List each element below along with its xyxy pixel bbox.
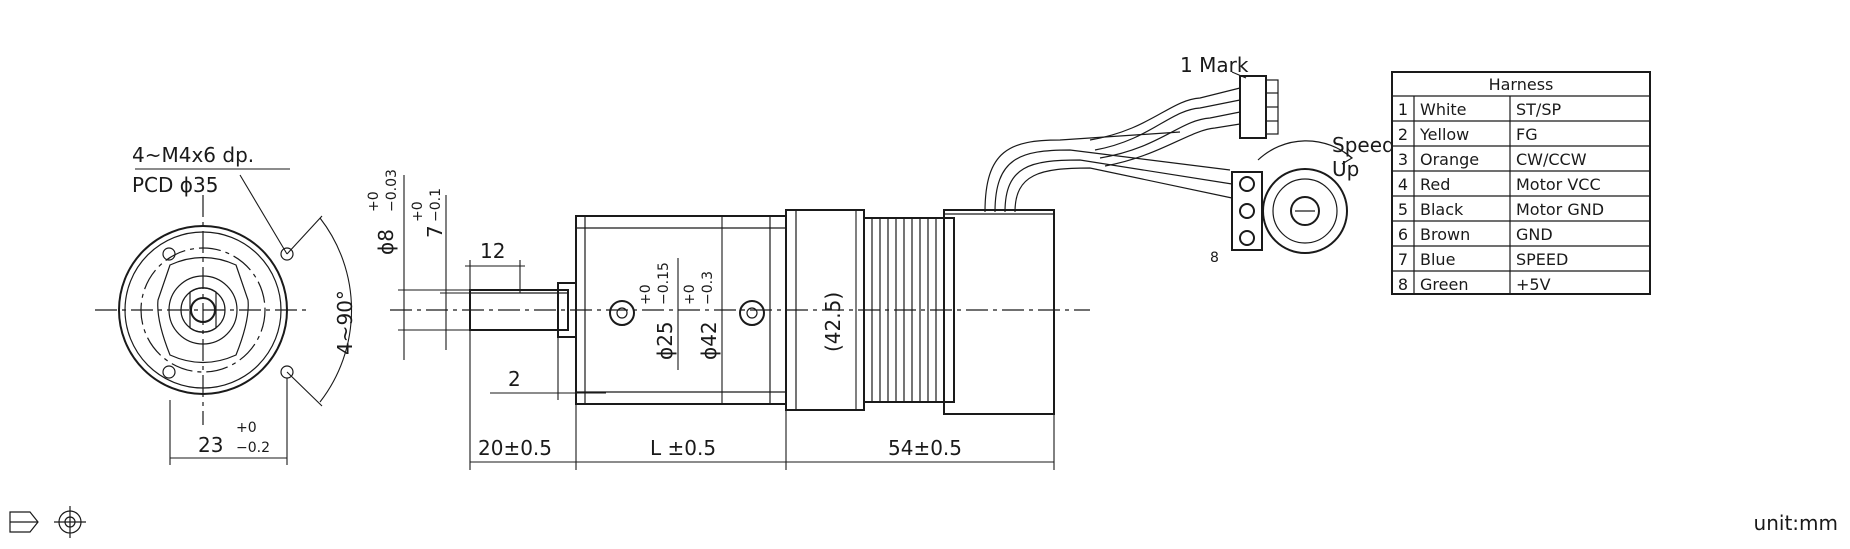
harness-row: 2 Yellow FG <box>1398 125 1538 144</box>
harness-title: Harness <box>1489 75 1554 94</box>
gear-dia-dimension: ϕ42 <box>697 321 721 360</box>
harness-pin: 7 <box>1398 250 1408 269</box>
width-tol-upper: +0 <box>236 420 257 436</box>
harness-pin: 3 <box>1398 150 1408 169</box>
pilot-dia-dimension: ϕ25 <box>653 321 677 360</box>
harness-signal: Motor VCC <box>1516 175 1601 194</box>
step-length: 2 <box>508 367 521 391</box>
motor-length: 54±0.5 <box>888 436 962 460</box>
unit-label: unit:mm <box>1754 511 1838 535</box>
flat-length: 12 <box>480 239 505 263</box>
harness-pin: 2 <box>1398 125 1408 144</box>
gear-dia-tol-lower: −0.3 <box>700 271 716 305</box>
speed-up-label-line2: Up <box>1332 157 1359 181</box>
harness-signal: FG <box>1516 125 1538 144</box>
harness-row: 5 Black Motor GND <box>1398 200 1604 219</box>
flat-tol-upper: +0 <box>410 201 426 222</box>
harness-signal: GND <box>1516 225 1553 244</box>
speed-up-label-line1: Speed <box>1332 133 1395 157</box>
width-tol-lower: −0.2 <box>236 440 270 456</box>
harness-signal: +5V <box>1516 275 1551 294</box>
pilot-dia-tol-upper: +0 <box>638 284 654 305</box>
harness-row: 7 Blue SPEED <box>1398 250 1568 269</box>
shaft-dia-tol-lower: −0.03 <box>384 169 400 212</box>
harness-signal: SPEED <box>1516 250 1568 269</box>
harness-row: 4 Red Motor VCC <box>1398 175 1601 194</box>
harness-signal: Motor GND <box>1516 200 1604 219</box>
harness-wire-color: Blue <box>1420 250 1455 269</box>
harness-wire-color: White <box>1420 100 1467 119</box>
pilot-dia-tol-lower: −0.15 <box>656 262 672 305</box>
front-view: 4~M4x6 dp. PCD ϕ35 4~90° 23 +0 −0.2 <box>95 143 357 465</box>
motor-fins <box>871 218 945 402</box>
pin8-label: 8 <box>1210 250 1219 266</box>
thread-note: 4~M4x6 dp. <box>132 143 254 167</box>
harness-signal: CW/CCW <box>1516 150 1587 169</box>
harness-wire-color: Green <box>1420 275 1468 294</box>
harness-row: 8 Green +5V <box>1398 275 1551 294</box>
motor-dia-dimension: (42.5) <box>821 292 845 352</box>
cable-harness: 1 Mark 8 Speed Up <box>984 53 1395 266</box>
harness-pin: 1 <box>1398 100 1408 119</box>
side-view: ϕ8 +0 −0.03 7 +0 −0.1 12 2 20±0.5 L ±0.5… <box>366 169 1090 470</box>
gear-dia-tol-upper: +0 <box>682 284 698 305</box>
harness-pin: 8 <box>1398 275 1408 294</box>
shaft-dia-dimension: ϕ8 <box>374 229 398 255</box>
gearbox-length: L ±0.5 <box>650 436 716 460</box>
harness-row: 1 White ST/SP <box>1398 100 1562 119</box>
harness-wire-color: Black <box>1420 200 1464 219</box>
width-dimension: 23 <box>198 433 223 457</box>
flat-tol-lower: −0.1 <box>428 188 444 222</box>
harness-pin: 4 <box>1398 175 1408 194</box>
harness-wire-color: Red <box>1420 175 1450 194</box>
harness-table: Harness 1 White ST/SP 2 Yellow FG 3 Orange CW/CC… <box>1391 71 1651 295</box>
angle-label: 4~90° <box>333 290 357 355</box>
harness-wire-color: Brown <box>1420 225 1470 244</box>
harness-pin: 5 <box>1398 200 1408 219</box>
pcd-note: PCD ϕ35 <box>132 173 218 197</box>
shaft-length: 20±0.5 <box>478 436 552 460</box>
harness-wire-color: Yellow <box>1419 125 1469 144</box>
harness-row: 3 Orange CW/CCW <box>1398 150 1587 169</box>
harness-wire-color: Orange <box>1420 150 1479 169</box>
shaft-dia-tol-upper: +0 <box>366 191 382 212</box>
flat-dimension: 7 <box>423 225 447 238</box>
harness-row: 6 Brown GND <box>1398 225 1553 244</box>
pin1-mark-label: 1 Mark <box>1180 53 1249 77</box>
harness-pin: 6 <box>1398 225 1408 244</box>
harness-signal: ST/SP <box>1516 100 1561 119</box>
projection-symbol <box>9 506 86 538</box>
